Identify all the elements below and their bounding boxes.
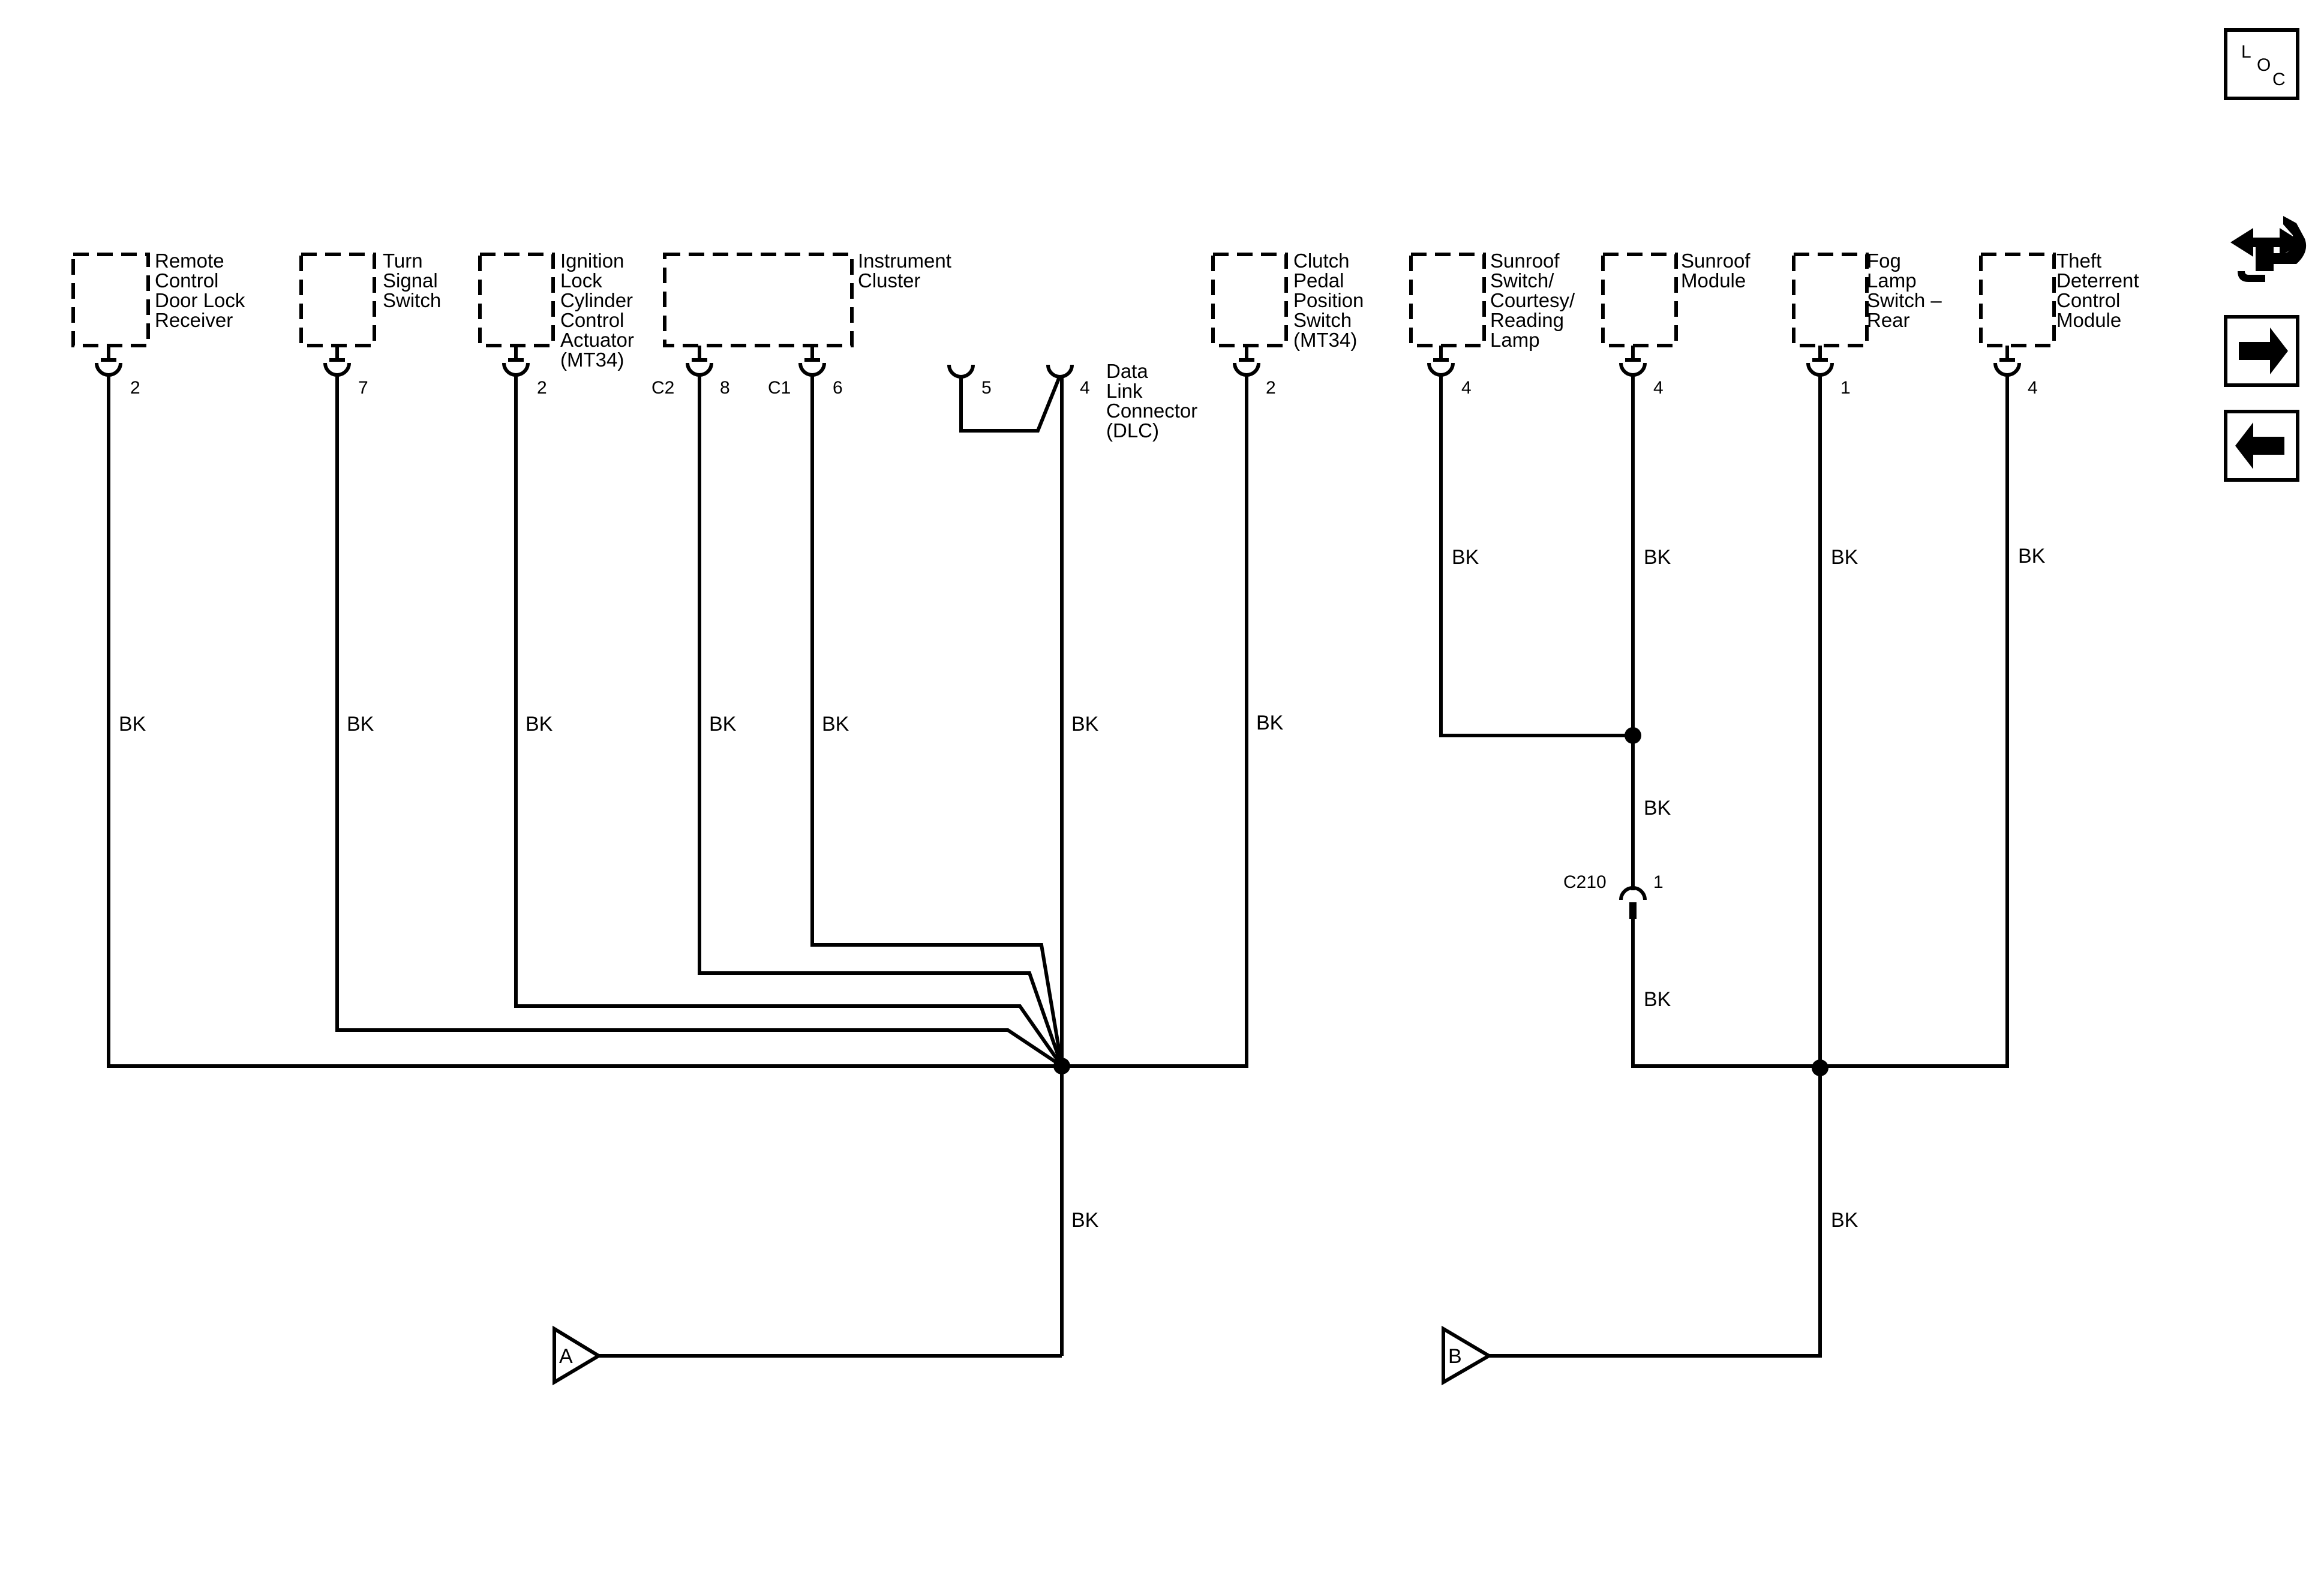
terminal-cluster-c1 [798,346,826,377]
splice-right-upper [1625,727,1641,744]
terminal-fog-lamp-switch [1806,346,1834,377]
pin-dlc-5: 5 [981,378,992,398]
terminal-cluster-c2 [686,346,713,377]
pin-fog-lamp-switch: 1 [1840,378,1851,398]
pin-theft-module: 4 [2028,378,2038,398]
pin-sunroof-module: 4 [1653,378,1664,398]
pin-cluster-c1: 6 [833,378,843,398]
pin-remote-receiver: 2 [130,378,140,398]
sunroof-switch-box [1409,253,1486,347]
wire-label: BK [526,713,553,736]
terminal-dlc-5 [947,364,975,379]
connector-c210-label: C210 [1563,872,1607,892]
wire-label: BK [709,713,737,736]
fog-lamp-switch-label: Fog Lamp Switch – Rear [1867,250,1947,331]
connector-c2-label: C2 [651,378,674,398]
next-arrow-icon[interactable] [2224,315,2299,387]
terminal-ignition-lock [502,346,530,377]
ground-ref-a-label: A [559,1345,573,1368]
theft-module-box [1979,253,2056,347]
wire-label: BK [1831,1209,1858,1232]
pin-cluster-c2: 8 [720,378,730,398]
wire-label: BK [119,713,146,736]
instrument-cluster-label: Instrument Cluster [858,250,957,292]
right-wires [1439,375,2009,1358]
ground-ref-b[interactable]: B [1442,1325,1493,1386]
wire-label: BK [822,713,849,736]
loc-letter-o: O [2257,55,2271,75]
wire-label: BK [347,713,374,736]
ignition-lock-box [478,253,555,347]
loc-letter-l: L [2241,42,2251,62]
connector-c210 [1619,886,1647,919]
wire-label: BK [1644,546,1671,569]
connector-c1-label: C1 [768,378,791,398]
remote-receiver-label: Remote Control Door Lock Receiver [155,250,251,331]
pin-dlc-4: 4 [1080,378,1090,398]
pin-sunroof-switch: 4 [1461,378,1472,398]
terminal-clutch-switch [1233,346,1260,377]
terminal-remote-receiver [95,346,122,377]
sunroof-module-box [1601,253,1678,347]
wire-label: BK [1071,713,1099,736]
remote-receiver-box [71,253,150,347]
wire-labels: BK BK BK BK BK BK BK BK BK BK BK BK BK B… [119,545,2046,1232]
fog-lamp-switch-box [1792,253,1869,347]
terminal-theft-module [1993,346,2021,377]
clutch-switch-label: Clutch Pedal Position Switch (MT34) [1293,250,1370,351]
wire-label: BK [1256,712,1284,734]
connector-swap-icon[interactable] [2230,216,2307,282]
sunroof-module-label: Sunroof Module [1681,250,1756,292]
wire-label: BK [1831,546,1858,569]
wire-label: BK [2018,545,2046,568]
turn-signal-label: Turn Signal Switch [383,250,443,311]
sunroof-switch-label: Sunroof Switch/ Courtesy/ Reading Lamp [1490,250,1580,351]
wire-label: BK [1071,1209,1099,1232]
terminal-sunroof-module [1619,346,1647,377]
clutch-switch-box [1211,253,1288,347]
instrument-cluster-box [663,253,854,347]
dlc-label: Data Link Connector (DLC) [1106,360,1203,442]
wire-label: BK [1452,546,1479,569]
terminal-dlc-4 [1046,364,1074,379]
turn-signal-box [299,253,376,347]
back-arrow-icon[interactable] [2224,410,2299,482]
loc-icon[interactable]: L O C [2224,28,2299,100]
terminal-sunroof-switch [1427,346,1455,377]
ignition-lock-label: Ignition Lock Cylinder Control Actuator … [560,250,639,371]
wire-label: BK [1644,988,1671,1011]
theft-module-label: Theft Deterrent Control Module [2056,250,2145,331]
wire-label: BK [1644,797,1671,819]
terminal-turn-signal [323,346,351,377]
ground-ref-a[interactable]: A [553,1325,602,1386]
splice-left [1053,1058,1070,1074]
pin-clutch-switch: 2 [1266,378,1276,398]
loc-letter-c: C [2272,70,2286,89]
splice-right-lower [1812,1059,1828,1076]
pin-ignition-lock: 2 [537,378,547,398]
left-wires [107,374,1248,1358]
ground-ref-b-label: B [1448,1345,1462,1368]
connector-c210-pin: 1 [1653,872,1664,892]
pin-turn-signal: 7 [358,378,368,398]
